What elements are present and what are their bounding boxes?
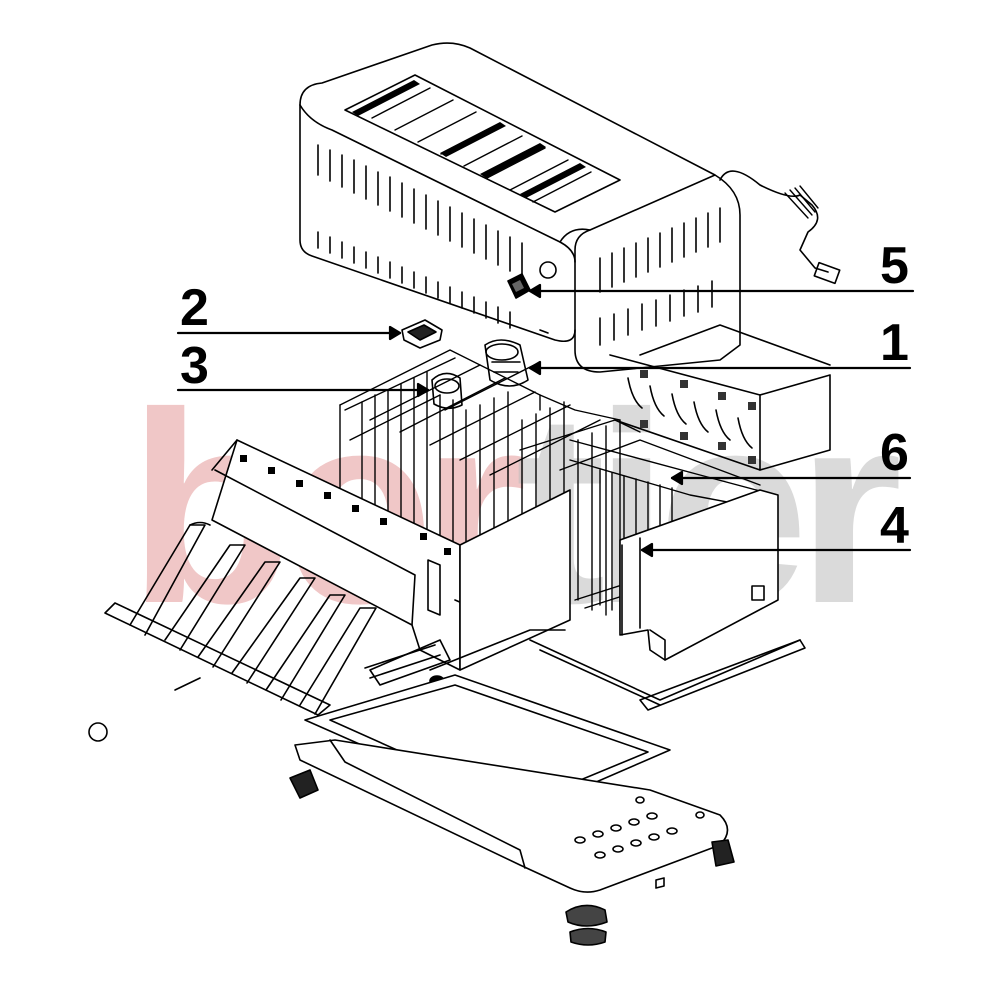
callout-leaders [176,283,915,558]
right-end-plate [609,324,831,471]
callout-1: 1 [880,314,909,372]
base-plate [294,739,729,893]
callout-6: 6 [880,424,909,482]
toaster-housing [299,42,841,373]
feet [289,769,735,946]
callout-3: 3 [180,337,209,395]
crumb-tray-grid [88,521,377,742]
callout-4: 4 [880,497,909,555]
callout-2: 2 [180,279,209,337]
callout-5: 5 [880,237,909,295]
part-4-inner-panel [619,489,779,661]
left-side-panel [211,439,463,671]
part-2-knob [401,319,443,349]
front-slot-plate [369,489,571,686]
part-5-switch [507,273,531,299]
